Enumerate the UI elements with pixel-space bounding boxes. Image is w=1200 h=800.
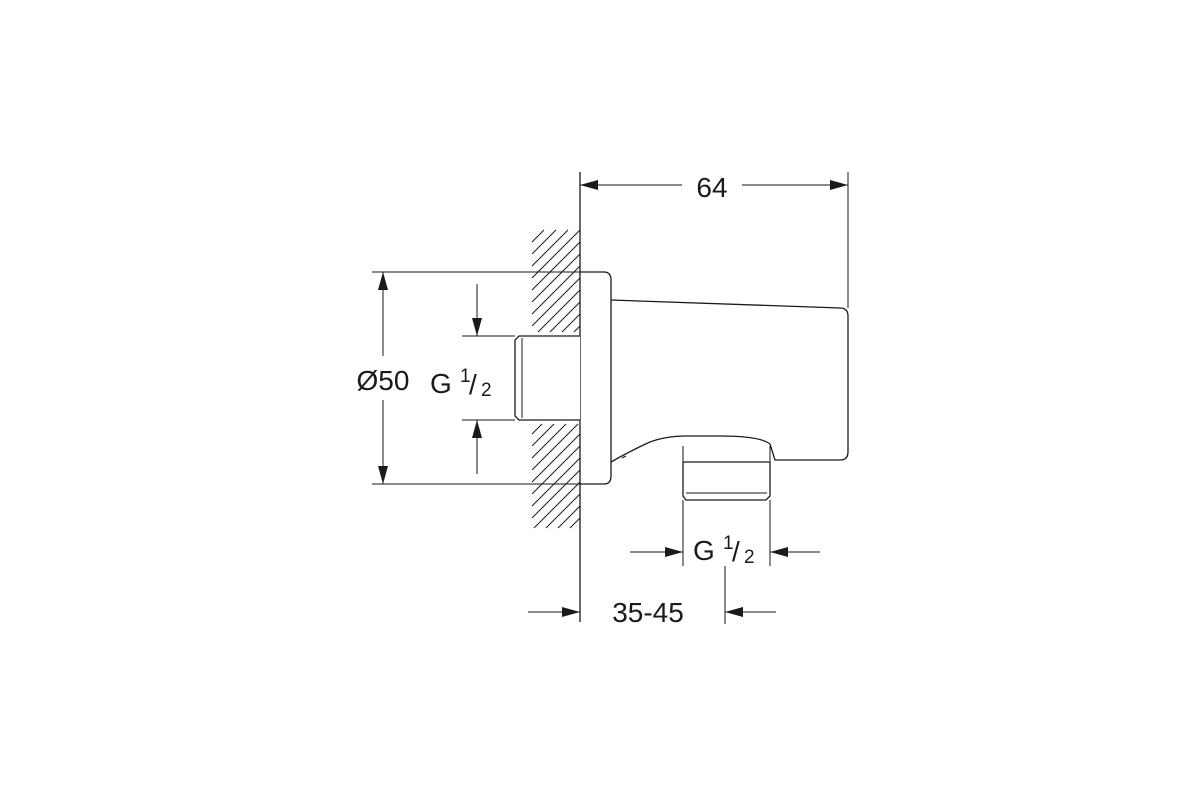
hatch-line [533,481,581,529]
hatch-line [549,301,581,333]
hatch-line [531,229,581,279]
depth-dimension-label: 64 [696,172,727,203]
dimension-diameter: Ø50 [357,271,580,485]
hatch-line [545,493,581,529]
outlet-thread-label: G [693,535,715,566]
hatch-line [531,433,581,483]
hatch-line [561,313,581,333]
svg-text:1: 1 [723,533,734,554]
hatch-line [537,289,581,333]
hatch-line [531,423,567,459]
wall-outlet-body [610,299,849,463]
wall-hatch [531,229,581,529]
hatch-line [531,445,581,495]
dimension-wall-range: 35-45 [528,566,776,628]
hatch-line [531,469,581,519]
dimension-depth: 64 [580,168,848,203]
svg-text:2: 2 [481,380,492,401]
hatch-line [531,277,581,327]
svg-text:2: 2 [744,547,755,568]
hatch-line [531,253,581,303]
outlet-thread-connector [682,446,771,501]
hatch-line [557,505,581,529]
dimension-outlet-thread: G 1 / 2 [630,500,820,568]
inlet-thread-nipple [514,335,580,421]
hatch-line [531,265,581,315]
svg-text:1: 1 [460,366,471,387]
svg-text:/: / [732,536,740,567]
hatch-line [531,229,557,255]
body-detail-mark [621,455,627,459]
hatch-line [573,325,581,333]
dimension-inlet-thread: G 1 / 2 [430,284,515,474]
inlet-thread-label: G [430,368,452,399]
hatch-line [531,457,581,507]
hatch-line [531,241,581,291]
hatch-line [531,423,543,435]
hatch-line [569,517,581,529]
hatch-line [531,423,555,447]
hatch-line [531,229,569,267]
diameter-dimension-label: Ø50 [357,365,410,396]
flange-rosette [580,271,612,485]
hatch-line [531,423,579,471]
wall-range-dimension-label: 35-45 [612,597,684,628]
svg-text:/: / [469,369,477,400]
hatch-line [531,229,545,243]
